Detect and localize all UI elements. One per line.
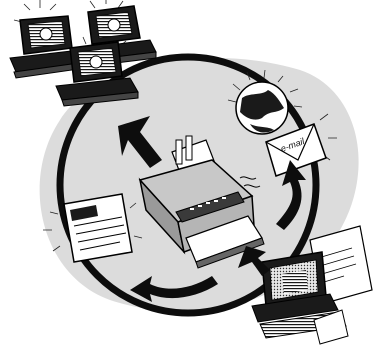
networked-computers-icon: [10, 0, 156, 106]
